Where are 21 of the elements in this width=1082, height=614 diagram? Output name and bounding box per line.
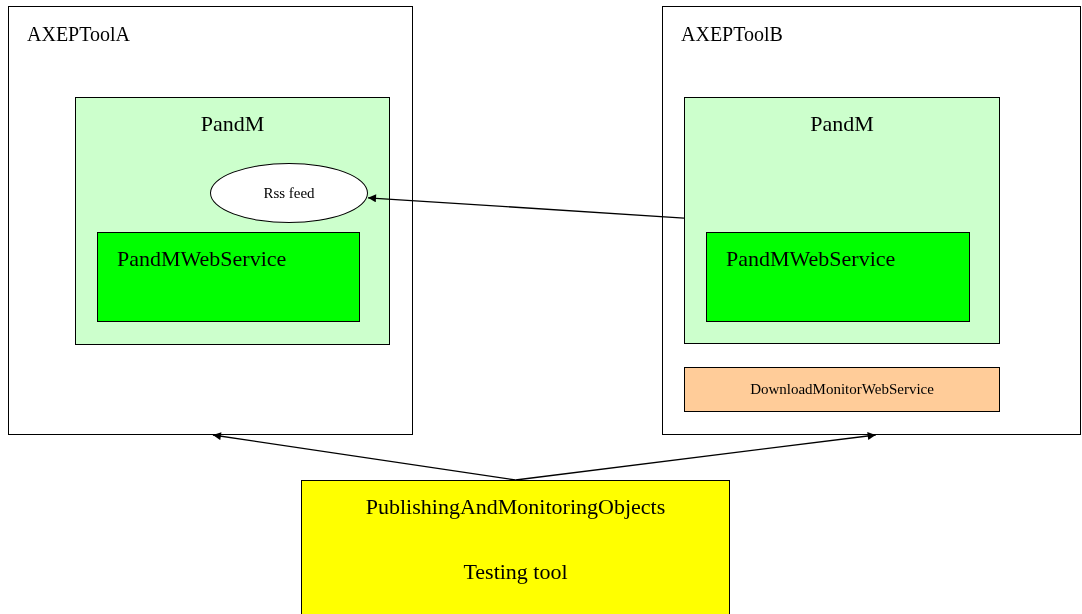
group-box — [75, 97, 390, 345]
group-box — [684, 97, 1000, 344]
node-label: PandM — [809, 112, 875, 137]
node-label: PandMWebService — [117, 247, 287, 272]
node-label: Rss feed — [262, 185, 316, 202]
tool-box — [301, 480, 730, 614]
node-label: PandMWebService — [726, 247, 896, 272]
container-box — [8, 6, 413, 435]
service-box — [706, 232, 970, 322]
node-label: AXEPToolB — [681, 23, 783, 45]
node-label: AXEPToolA — [27, 23, 131, 45]
service-box — [97, 232, 360, 322]
node-label: Testing tool — [462, 560, 569, 585]
container-box — [662, 6, 1081, 435]
node-label: PublishingAndMonitoringObjects — [364, 495, 667, 520]
arrow — [514, 432, 877, 481]
service-box — [684, 367, 1000, 412]
node-label: DownloadMonitorWebService — [749, 381, 935, 398]
arrow — [367, 194, 685, 219]
node-label: PandM — [199, 112, 266, 137]
arrow — [212, 432, 517, 481]
